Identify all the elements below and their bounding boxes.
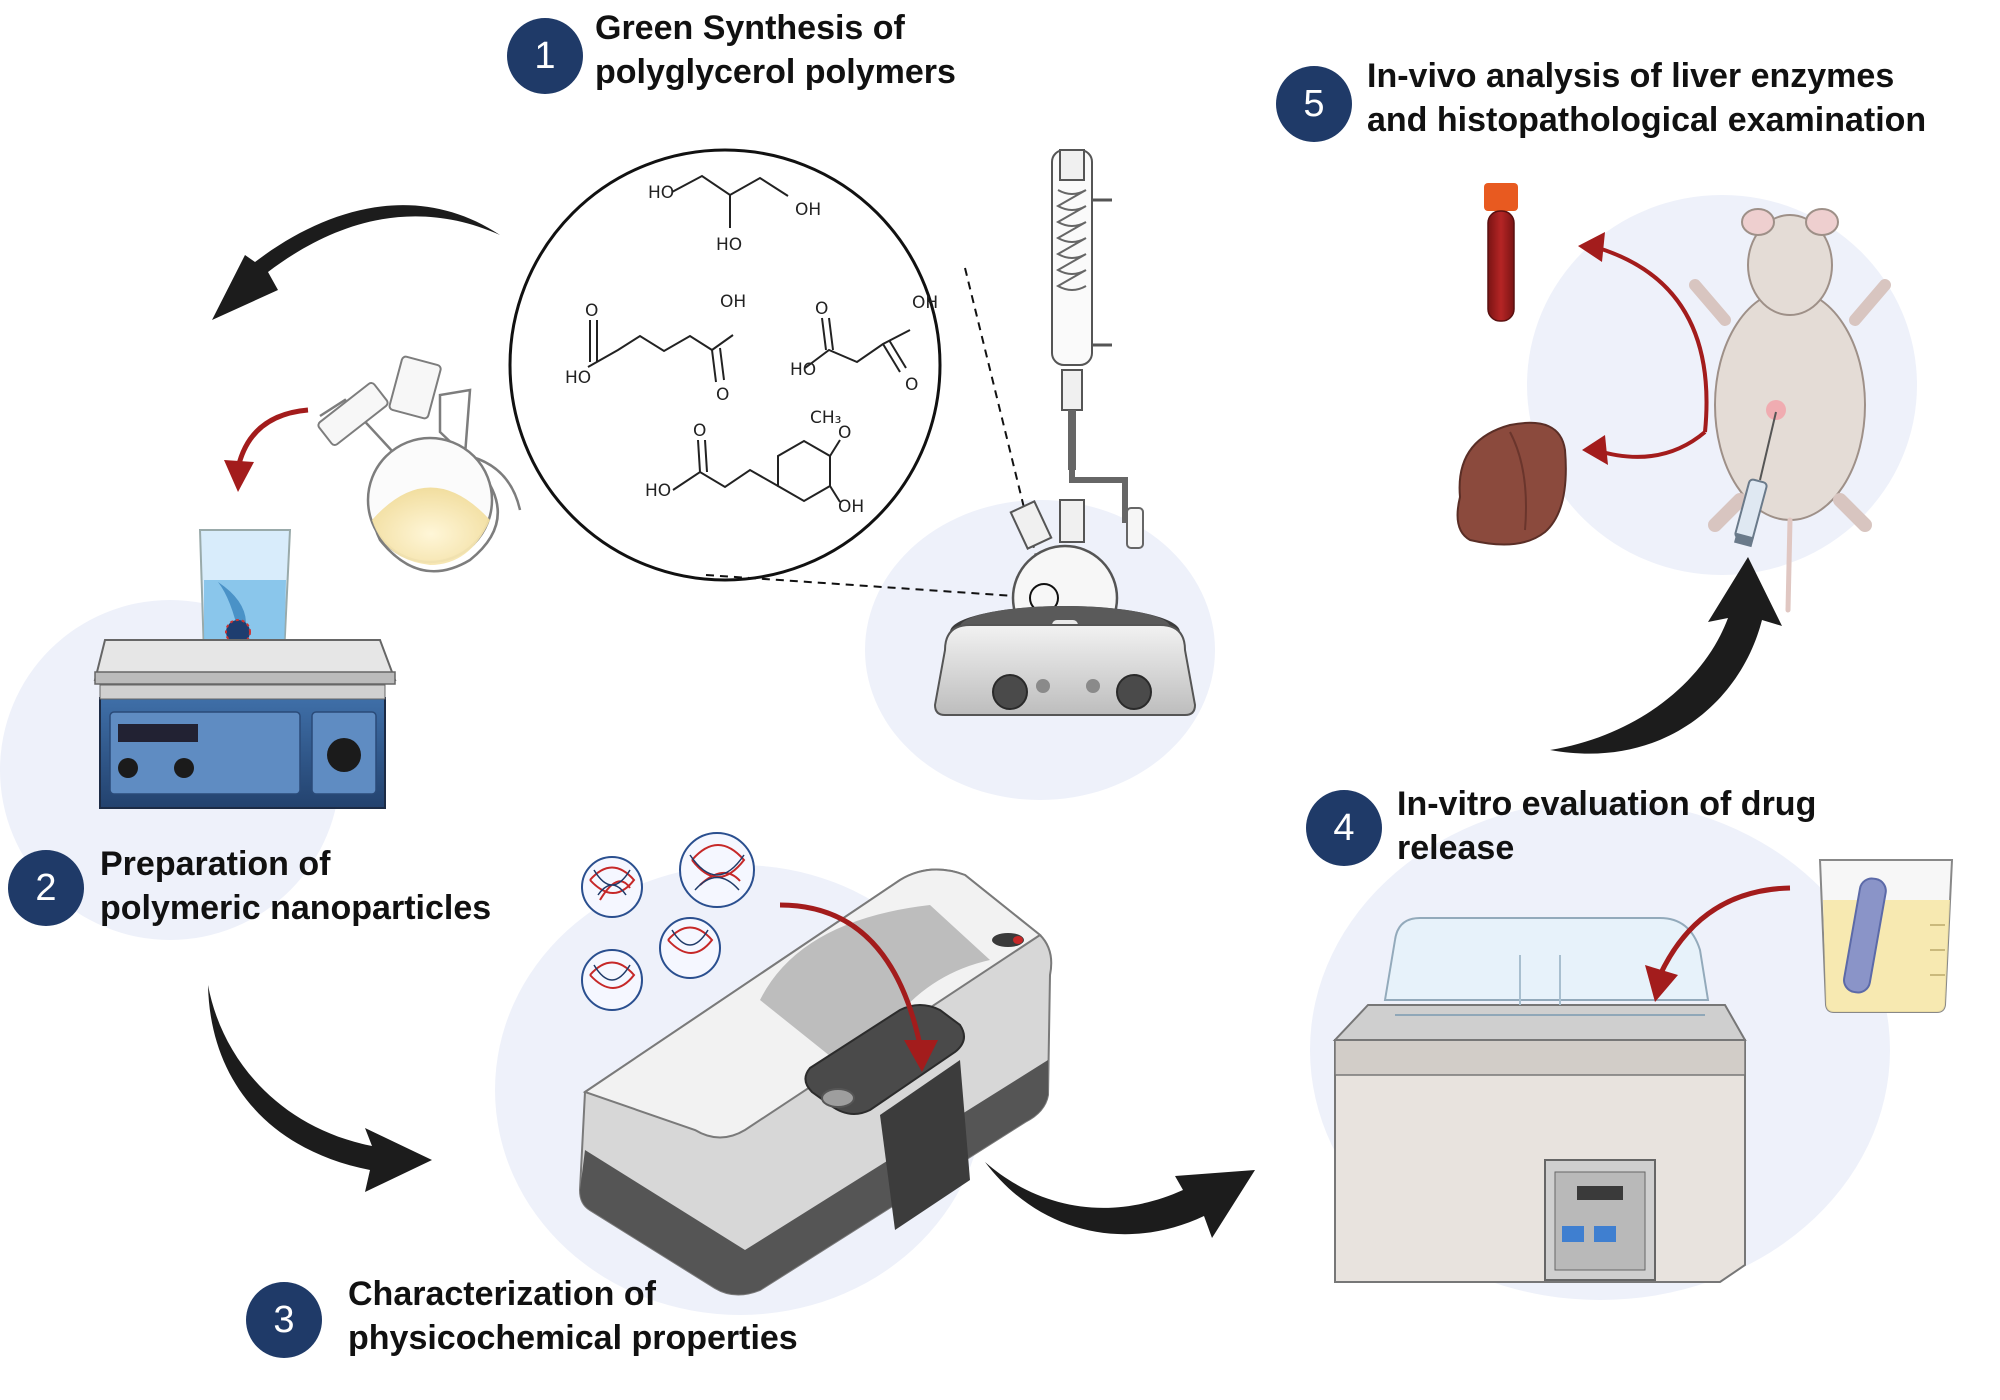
step-1-line-2: polyglycerol polymers xyxy=(595,53,956,91)
ferulic-label-oh: OH xyxy=(838,497,864,517)
transfer-red-arrowhead xyxy=(1645,965,1678,1002)
reflux-apparatus xyxy=(933,149,1197,716)
step-1-badge: 1 xyxy=(507,18,583,94)
ferulic-label-o2: O xyxy=(693,421,706,441)
adipic-label-oh: OH xyxy=(720,292,746,312)
step-3-title: Characterization of physicochemical prop… xyxy=(348,1272,798,1360)
step-5-line-2: and histopathological examination xyxy=(1367,101,1927,139)
succinic-label-o1: O xyxy=(815,299,828,319)
glycerol-label-left: HO xyxy=(648,183,674,203)
release-beaker xyxy=(1818,859,1954,1013)
nanoparticle-spheres xyxy=(581,832,755,1011)
ferulic-label-ho: HO xyxy=(645,481,671,501)
sample-red-arrow xyxy=(779,902,923,1046)
step-2-title: Preparation of polymeric nanoparticles xyxy=(100,842,491,930)
rat xyxy=(1689,208,1891,613)
liver-red-arrowhead xyxy=(1582,435,1608,465)
step-3-badge: 3 xyxy=(246,1282,322,1358)
adipic-label-o2: O xyxy=(716,385,729,405)
workflow-arrows xyxy=(208,205,1782,1238)
glycerol-label-bottom: HO xyxy=(716,235,742,255)
step-3-line-2: physicochemical properties xyxy=(348,1319,798,1357)
blood-tube xyxy=(1484,183,1518,322)
step-4-badge: 4 xyxy=(1306,790,1382,866)
syringe xyxy=(1734,411,1777,548)
tube-red-arrow xyxy=(1587,243,1709,433)
ferulic-label-o: O xyxy=(838,423,851,443)
step-1-line-1: Green Synthesis of xyxy=(595,9,905,47)
adipic-label-o1: O xyxy=(585,301,598,321)
tube-red-arrowhead xyxy=(1578,232,1605,262)
step-2-badge: 2 xyxy=(8,850,84,926)
chemistry-magnifier xyxy=(508,148,942,582)
step-4-line-2: release xyxy=(1397,829,1515,867)
succinic-label-o2: O xyxy=(905,375,918,395)
step-1-title: Green Synthesis of polyglycerol polymers xyxy=(595,6,956,94)
step-3-line-1: Characterization of xyxy=(348,1275,656,1313)
pour-red-arrow xyxy=(235,407,309,469)
pour-red-arrowhead xyxy=(224,460,254,492)
glycerol-label-right: OH xyxy=(795,200,821,220)
step-2-line-2: polymeric nanoparticles xyxy=(100,889,492,927)
water-bath xyxy=(1332,917,1747,1283)
two-neck-flask xyxy=(317,355,522,573)
step-5-badge: 5 xyxy=(1276,66,1352,142)
ferulic-label-ch3: CH₃ xyxy=(810,408,841,428)
sample-red-arrowhead xyxy=(904,1040,938,1072)
succinic-label-oh: OH xyxy=(912,293,938,313)
liver-red-arrow xyxy=(1594,430,1707,459)
magnetic-stirrer xyxy=(93,529,397,809)
succinic-label-ho: HO xyxy=(790,360,816,380)
particle-size-analyzer xyxy=(578,868,1053,1296)
zoom-line-lower xyxy=(705,574,1045,599)
step-4-line-1: In-vitro evaluation of drug xyxy=(1397,785,1817,823)
adipic-label-ho: HO xyxy=(565,368,591,388)
liver xyxy=(1456,421,1567,546)
step-4-title: In-vitro evaluation of drug release xyxy=(1397,782,1816,870)
step-5-line-1: In-vivo analysis of liver enzymes xyxy=(1367,57,1895,95)
step-5-title: In-vivo analysis of liver enzymes and hi… xyxy=(1367,54,1926,142)
transfer-red-arrow xyxy=(1657,885,1791,977)
step-2-line-1: Preparation of xyxy=(100,845,331,883)
